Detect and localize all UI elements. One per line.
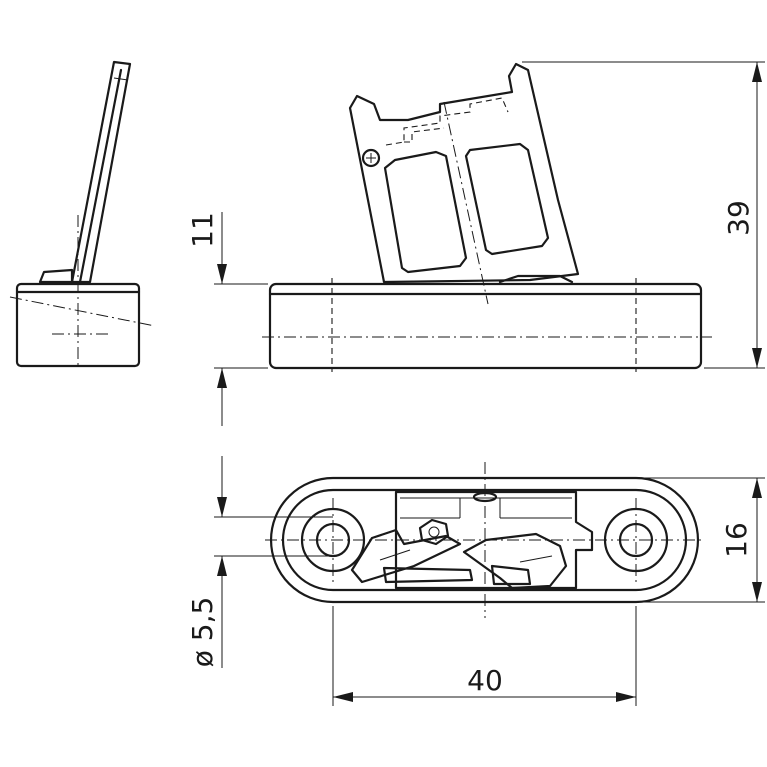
top-view bbox=[265, 462, 705, 618]
dimension-11-label: 11 bbox=[186, 212, 219, 248]
dimension-40: 40 bbox=[332, 606, 637, 706]
dimension-diameter: ø 5,5 bbox=[186, 456, 333, 668]
dimension-40-label: 40 bbox=[467, 664, 503, 697]
dimension-39: 39 bbox=[522, 61, 765, 369]
side-view bbox=[9, 60, 156, 368]
dimension-11: 11 bbox=[186, 212, 268, 426]
dimension-16: 16 bbox=[640, 477, 765, 603]
dimension-diameter-label: ø 5,5 bbox=[186, 597, 219, 668]
front-view bbox=[262, 62, 712, 372]
dimension-39-label: 39 bbox=[722, 200, 755, 236]
dimension-16-label: 16 bbox=[720, 522, 753, 558]
